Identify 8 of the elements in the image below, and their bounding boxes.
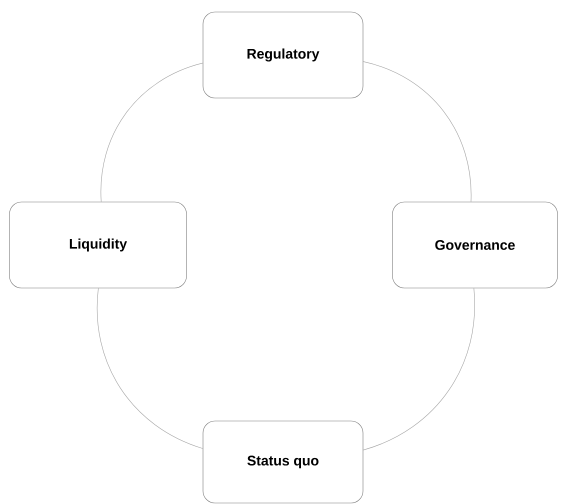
connector-arc xyxy=(363,288,475,450)
connector-arc xyxy=(100,62,203,202)
rounded-box: Status quo xyxy=(202,420,364,504)
rounded-box: Governance xyxy=(392,202,558,288)
rounded-box: Liquidity xyxy=(9,202,187,288)
rounded-box: Regulatory xyxy=(202,12,364,98)
connector-arc xyxy=(363,61,472,202)
connector-arc xyxy=(96,288,203,449)
